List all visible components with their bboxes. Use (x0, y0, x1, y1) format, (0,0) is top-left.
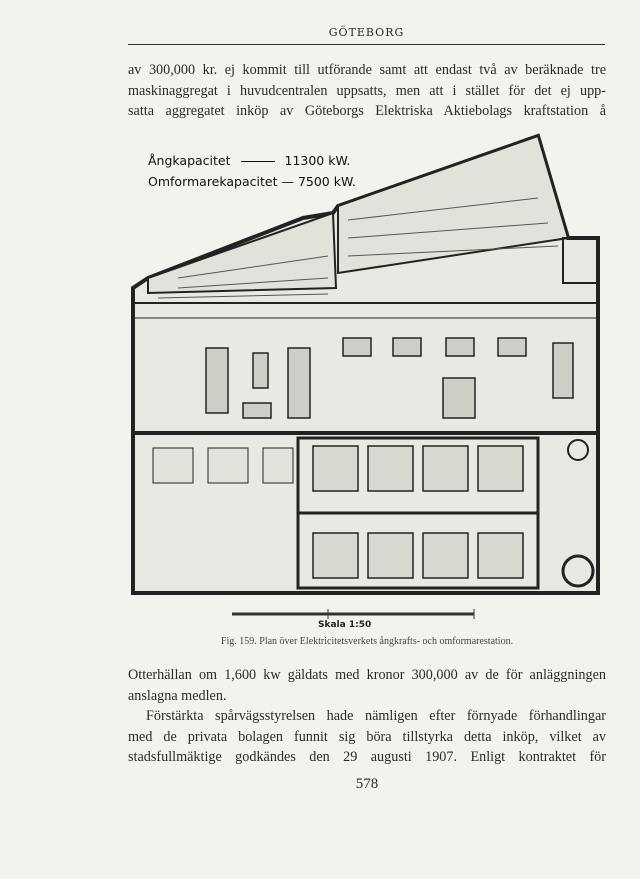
legend-label: Omformarekapacitet (148, 174, 278, 189)
legend-label: Ångkapacitet (148, 153, 231, 168)
legend-dash (240, 161, 275, 162)
legend-value: 11300 kW. (284, 153, 351, 168)
text-line: satta aggregatet inköp av Göteborgs Elek… (128, 103, 606, 119)
scale-label: Skala 1:50 (318, 620, 372, 630)
floor-plan-figure (131, 133, 600, 619)
figure-caption: Fig. 159. Plan över Elektricitetsverkets… (220, 636, 514, 647)
legend-row: Omformarekapacitet — 7500 kW. (148, 174, 356, 189)
text-line: anslagna medlen. (128, 687, 227, 704)
scale-bar (232, 609, 475, 619)
paragraph-3: Förstärkta spårvägsstyrelsen hade nämlig… (128, 706, 606, 768)
text-line: Förstärkta spårvägsstyrelsen hade nämlig… (146, 708, 606, 724)
text-line: maskinaggregat i huvudcentralen uppsatts… (128, 82, 606, 99)
running-header: GÖTEBORG (328, 26, 405, 39)
text-line: av 300,000 kr. ej kommit till utförande … (128, 62, 606, 78)
paragraph-2: Otterhällan om 1,600 kw gäldats med kron… (128, 665, 606, 706)
paragraph-1: av 300,000 kr. ej kommit till utförande … (128, 60, 606, 122)
text-line: stadsfullmäktige godkändes den 29 august… (128, 749, 606, 765)
text-line: med de privata bolagen funnit sig böra t… (128, 728, 606, 745)
header-rule (128, 44, 605, 45)
text-line: Otterhällan om 1,600 kw gäldats med kron… (128, 667, 606, 683)
legend-row: Ångkapacitet 11300 kW. (148, 150, 356, 171)
figure-legend: Ångkapacitet 11300 kW. Omformarekapacite… (148, 150, 356, 192)
page-number: 578 (355, 776, 379, 792)
legend-value: 7500 kW. (297, 174, 356, 189)
